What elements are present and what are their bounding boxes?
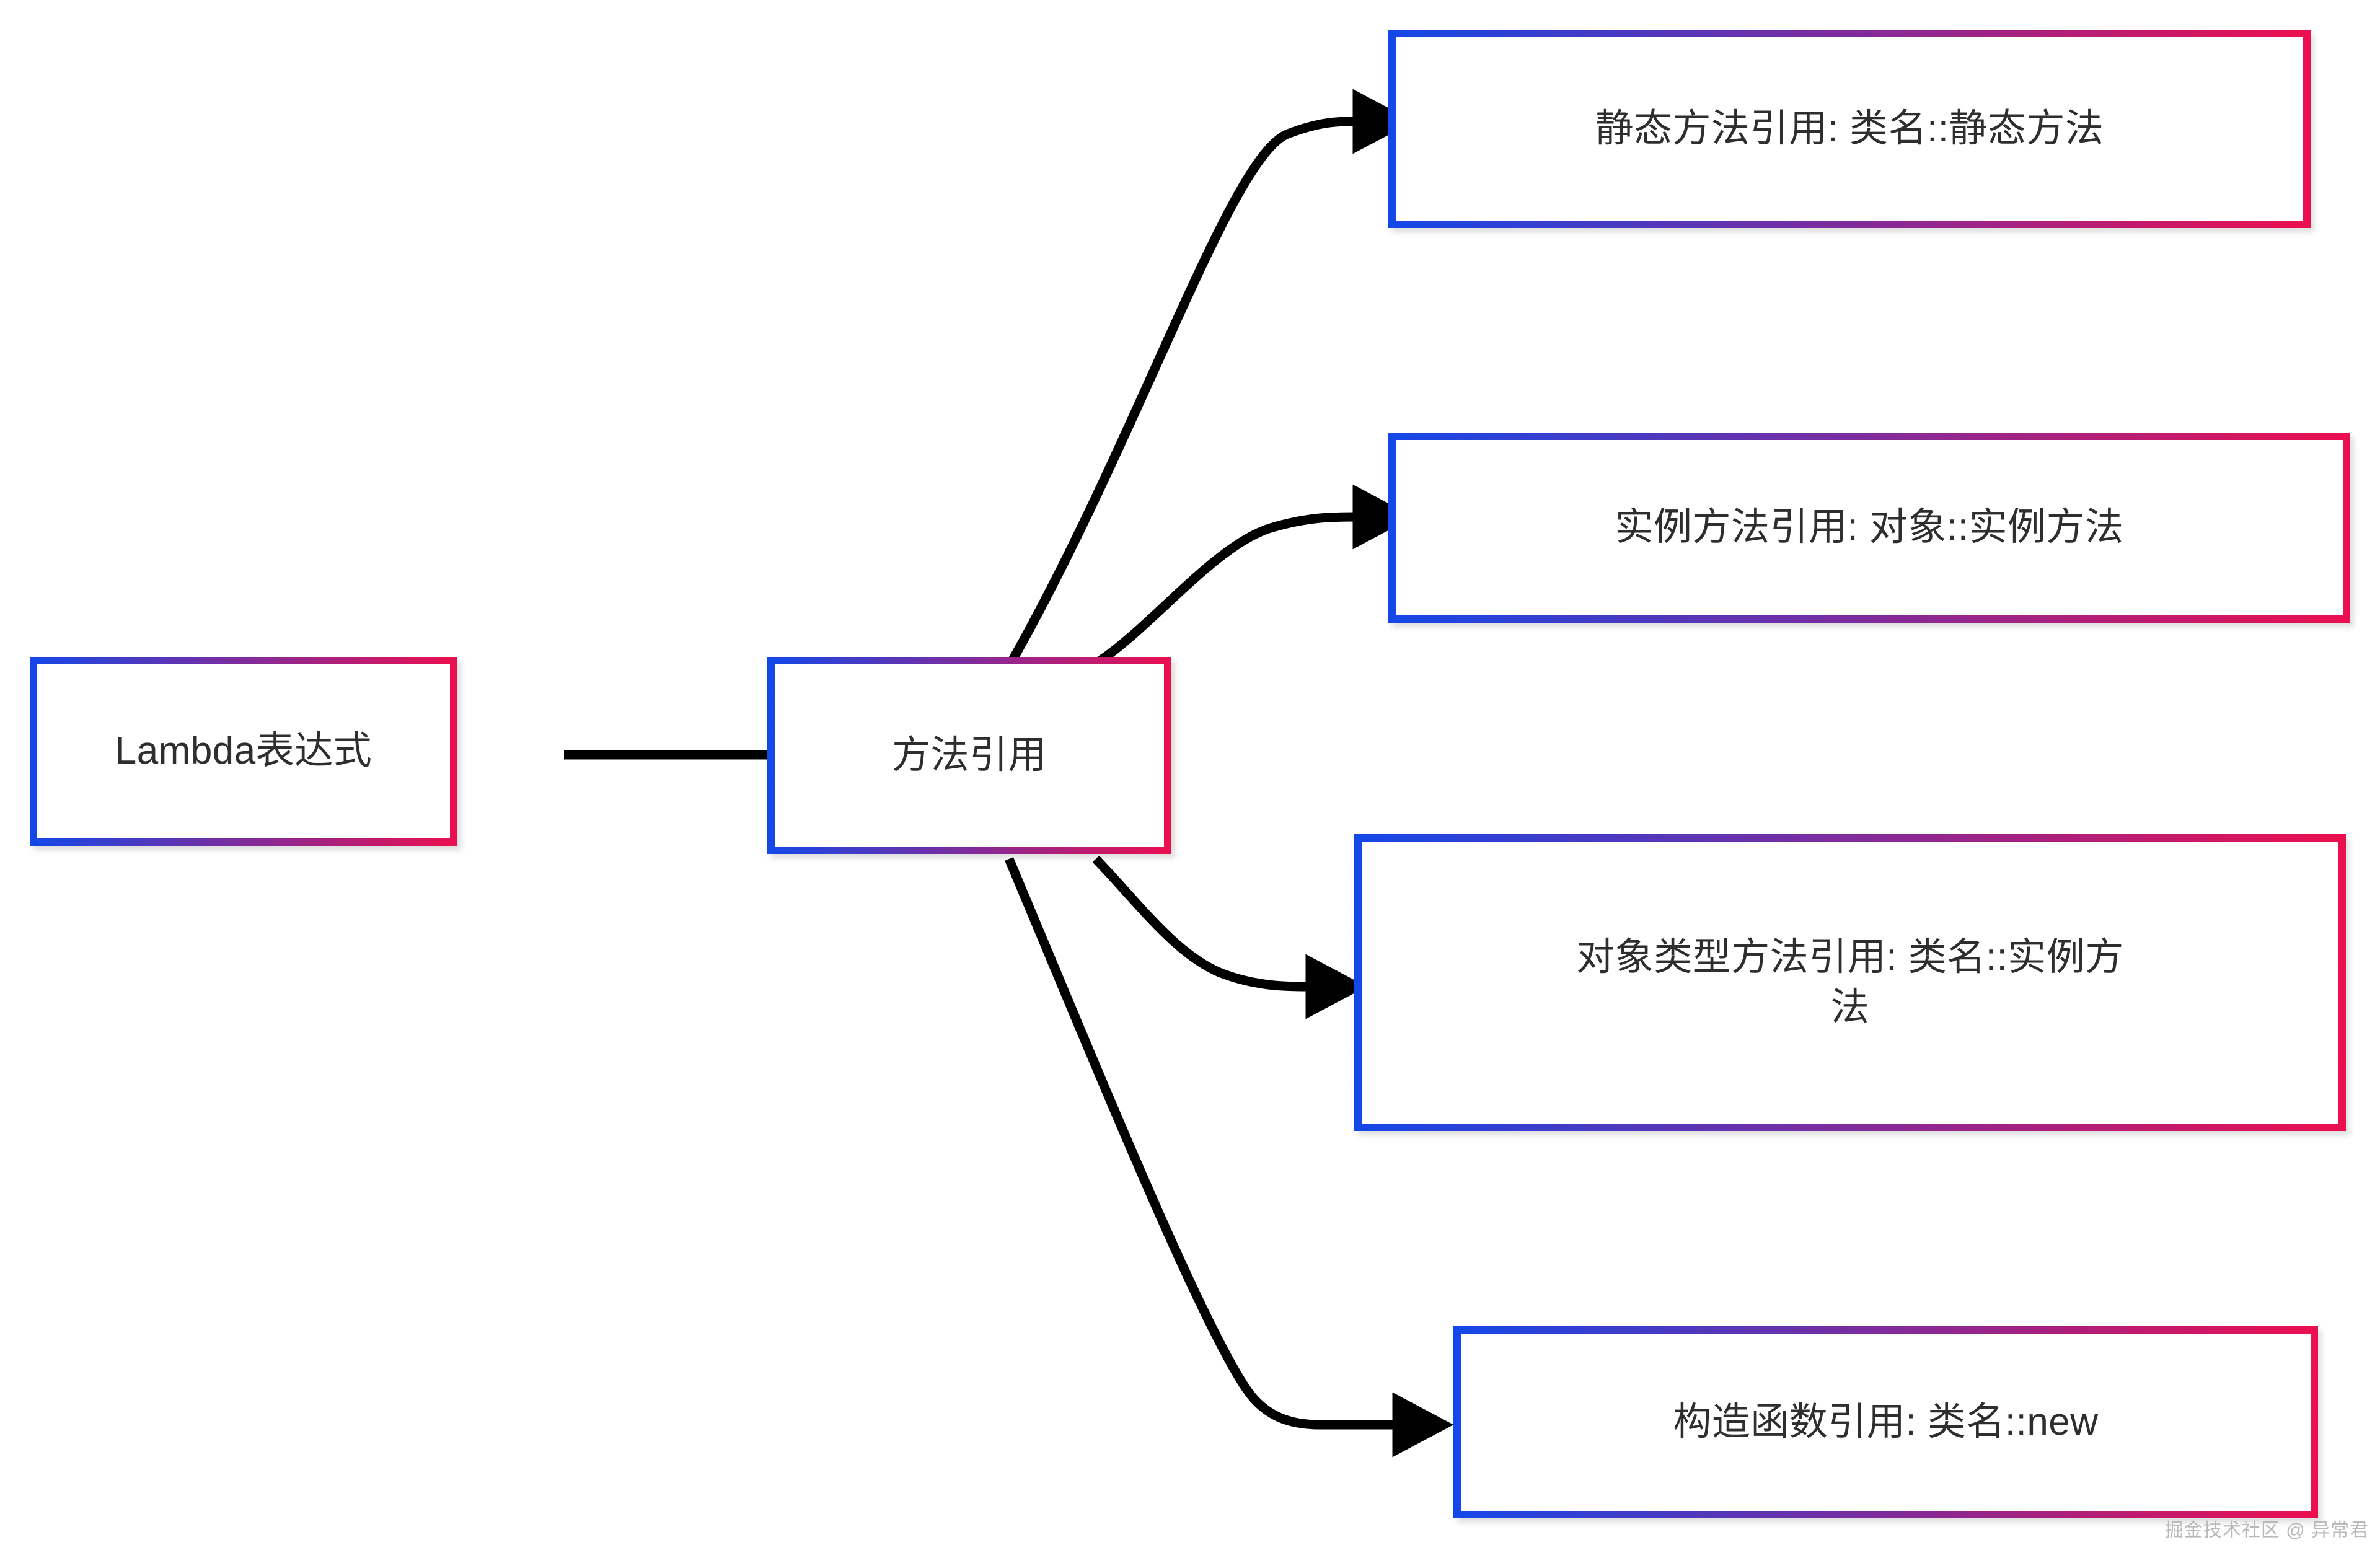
node-body: 构造函数引用: 类名::new <box>1461 1334 2311 1511</box>
edge-method-reference-to-object-type-method-reference <box>1092 855 1367 1019</box>
node-label: Lambda表达式 <box>115 729 372 773</box>
node-method-reference[interactable]: 方法引用 <box>767 657 1171 854</box>
edges-group <box>564 89 1454 1458</box>
node-body: 方法引用 <box>775 664 1164 847</box>
node-instance-method-reference[interactable]: 实例方法引用: 对象::实例方法 <box>1388 433 2350 623</box>
edge-method-reference-to-instance-method-reference <box>1095 484 1414 666</box>
node-body: Lambda表达式 <box>37 664 450 838</box>
node-body: 静态方法引用: 类名::静态方法 <box>1396 37 2303 221</box>
node-static-method-reference[interactable]: 静态方法引用: 类名::静态方法 <box>1388 30 2311 228</box>
node-lambda-expression[interactable]: Lambda表达式 <box>30 657 457 846</box>
node-object-type-method-reference[interactable]: 对象类型方法引用: 类名::实例方 法 <box>1354 834 2346 1131</box>
node-label: 方法引用 <box>891 733 1047 777</box>
edge-method-reference-to-constructor-reference <box>1005 857 1454 1458</box>
node-label: 对象类型方法引用: 类名::实例方 法 <box>1576 935 2124 1029</box>
node-constructor-reference[interactable]: 构造函数引用: 类名::new <box>1453 1326 2318 1518</box>
node-body: 对象类型方法引用: 类名::实例方 法 <box>1362 842 2338 1124</box>
node-label: 实例方法引用: 对象::实例方法 <box>1615 506 2124 549</box>
node-body: 实例方法引用: 对象::实例方法 <box>1396 440 2343 615</box>
node-label: 构造函数引用: 类名::new <box>1673 1400 2099 1443</box>
edge-method-reference-to-static-method-reference <box>1007 89 1414 664</box>
node-label: 静态方法引用: 类名::静态方法 <box>1595 107 2104 150</box>
